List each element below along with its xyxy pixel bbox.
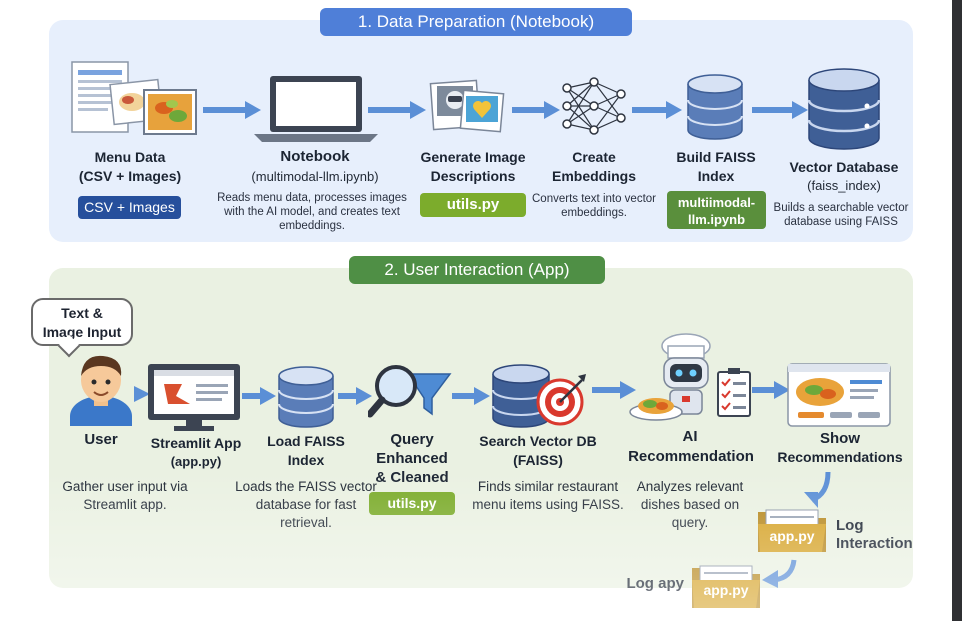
vector-database-icon <box>807 68 881 150</box>
search-vector-db-label-2: (FAISS) <box>513 452 563 468</box>
user-desc: Gather user input via Streamlit app. <box>62 479 188 512</box>
arrow-5 <box>752 101 808 119</box>
vector-database-sub: (faiss_index) <box>807 178 881 193</box>
log-apy-label: Log apy <box>626 575 684 592</box>
query-label-3: & Cleaned <box>375 469 449 486</box>
input-speech-bubble: Text & Image Input <box>31 298 133 346</box>
notebook-sub: (multimodal-llm.ipynb) <box>251 169 379 184</box>
arrow-4 <box>632 101 682 119</box>
folder-1-label: app.py <box>769 528 815 544</box>
arrow-11 <box>752 381 790 399</box>
arrow-13 <box>762 559 797 588</box>
search-vector-db-label: Search Vector DB <box>479 433 597 449</box>
vector-database-desc: Builds a searchable vector database usin… <box>773 202 909 228</box>
menu-data-icon <box>71 61 197 135</box>
generate-descriptions-label-2: Descriptions <box>430 168 516 184</box>
streamlit-app-monitor-icon <box>148 364 240 431</box>
menu-data-label: Menu Data <box>94 149 166 165</box>
notebook-desc: Reads menu data, processes images with t… <box>217 192 407 232</box>
ai-recommendation-label-2: Recommendation <box>628 448 754 465</box>
bubble-line1: Text & <box>61 305 103 321</box>
arrow-8 <box>338 387 372 405</box>
arrow-7 <box>242 387 276 405</box>
search-vector-db-desc: Finds similar restaurant menu items usin… <box>472 479 624 512</box>
folder-2-label: app.py <box>703 582 749 598</box>
arrow-12 <box>804 471 831 508</box>
notebook-label: Notebook <box>280 148 350 165</box>
load-faiss-label: Load FAISS <box>267 433 345 449</box>
neural-network-icon <box>562 77 626 135</box>
arrow-6 <box>134 386 150 402</box>
arrow-2 <box>368 101 426 119</box>
query-label-2: Enhanced <box>376 450 448 467</box>
vector-database-label: Vector Database <box>789 159 899 175</box>
user-avatar-icon <box>70 355 132 426</box>
log-folder-1-icon: app.py <box>756 502 828 554</box>
create-embeddings-label-2: Embeddings <box>551 168 636 184</box>
load-faiss-database-icon <box>278 366 334 428</box>
menu-data-label-2: (CSV + Images) <box>78 168 182 184</box>
utils-py-tag-2: utils.py <box>369 492 455 515</box>
utils-py-tag-1: utils.py <box>420 193 526 217</box>
streamlit-app-sub: (app.py) <box>170 454 222 469</box>
notebook-file-tag-line2: llm.ipynb <box>687 212 746 227</box>
folder-1-shape <box>758 509 826 552</box>
show-recommendations-label-2: Recommendations <box>777 449 903 465</box>
search-vector-db-icon <box>492 364 586 428</box>
laptop-icon <box>254 76 378 142</box>
image-description-icon <box>429 79 505 133</box>
ai-recommendation-desc: Analyzes relevant dishes based on query. <box>636 479 744 530</box>
query-magnifier-filter-icon <box>368 365 452 418</box>
section2-title: 2. User Interaction (App) <box>349 256 605 284</box>
arrow-9 <box>452 387 490 405</box>
arrow-1 <box>203 101 261 119</box>
log-folder-2-icon: app.py <box>690 558 762 610</box>
notebook-file-tag: multiimodal- llm.ipynb <box>667 191 766 229</box>
show-recommendations-label: Show <box>820 430 860 447</box>
create-embeddings-desc: Converts text into vector embeddings. <box>532 193 656 219</box>
arrow-3 <box>512 101 560 119</box>
bubble-line2: Image Input <box>42 324 122 340</box>
interaction-label: Interaction <box>836 535 913 552</box>
query-label: Query <box>390 431 434 448</box>
recommendations-screen-icon <box>787 363 891 427</box>
ai-robot-chef-icon <box>629 333 751 421</box>
load-faiss-desc: Loads the FAISS vector database for fast… <box>235 479 377 530</box>
load-faiss-label-2: Index <box>287 452 325 468</box>
user-label: User <box>84 431 118 448</box>
build-faiss-label-2: Index <box>697 168 735 184</box>
notebook-file-tag-line1: multiimodal- <box>677 195 756 210</box>
build-faiss-label: Build FAISS <box>676 149 756 165</box>
streamlit-app-label: Streamlit App <box>150 435 242 451</box>
create-embeddings-label: Create <box>572 149 616 165</box>
generate-descriptions-label: Generate Image <box>420 149 526 165</box>
section1-title: 1. Data Preparation (Notebook) <box>320 8 632 36</box>
csv-images-tag: CSV + Images <box>78 196 181 219</box>
folder-2-shape <box>692 565 760 608</box>
arrow-10 <box>592 381 636 399</box>
log-label: Log <box>836 517 864 534</box>
ai-recommendation-label: AI <box>682 428 698 445</box>
faiss-index-database-icon <box>687 74 743 140</box>
